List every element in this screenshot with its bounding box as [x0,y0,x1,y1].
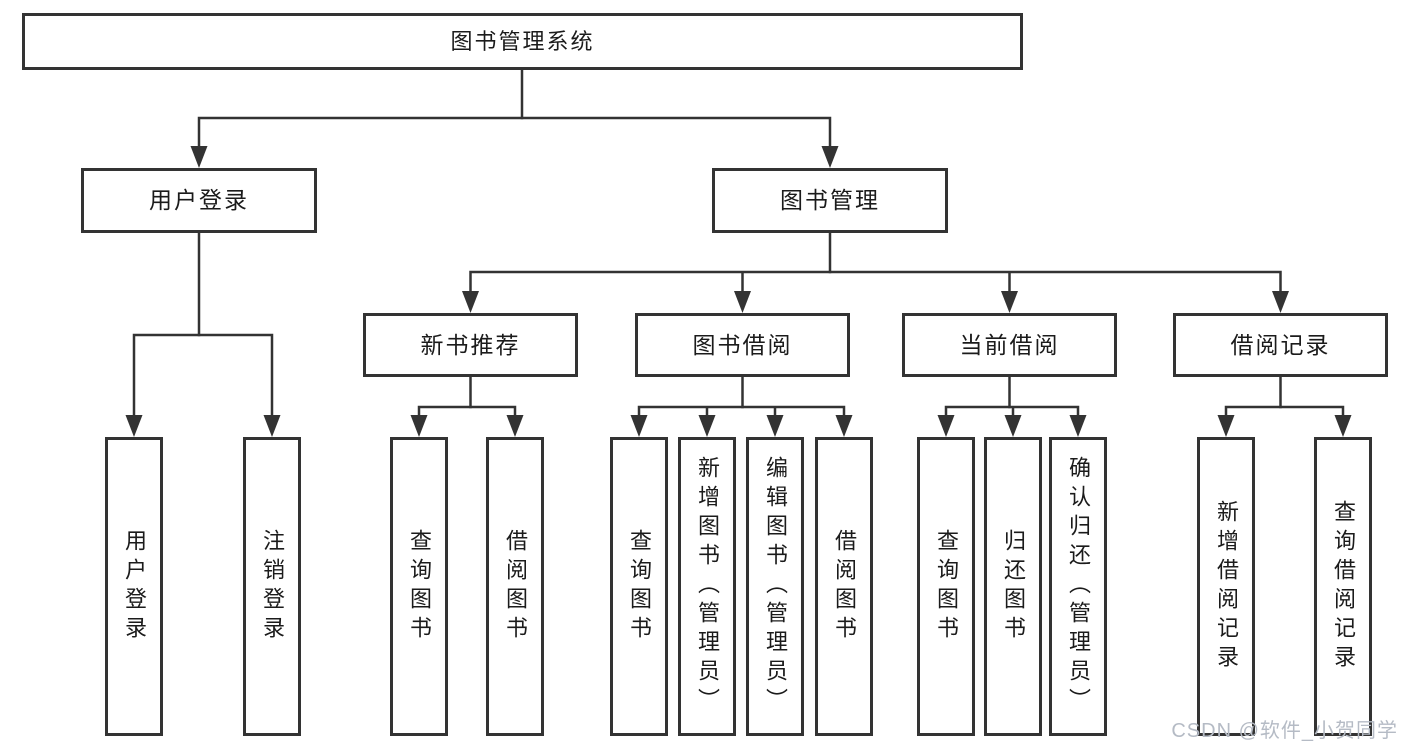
node-label: 新增图书（管理员） [695,456,720,717]
leaf-borrow-books: 借阅图书 [486,437,544,736]
node-current-borrowing: 当前借阅 [902,313,1117,377]
arrowhead-icon [1272,291,1289,313]
watermark: CSDN @软件_小贺同学 [1171,720,1398,742]
arrowhead-icon [1334,415,1352,437]
arrowhead-icon [190,146,208,168]
connector-newbooks-rail [417,405,517,420]
leaf-confirm-return-admin: 确认归还（管理员） [1049,437,1107,736]
node-library-system: 图书管理系统 [22,13,1023,70]
leaf-return-books: 归还图书 [984,437,1042,736]
node-label: 查询图书 [627,528,652,645]
arrowhead-icon [937,415,955,437]
leaf-query-books: 查询图书 [390,437,448,736]
node-label: 图书借阅 [692,331,793,358]
arrowhead-group [125,146,1352,437]
node-label: 借阅图书 [832,528,857,645]
node-label: 借阅图书 [503,528,528,645]
leaf-logout: 注销登录 [243,437,301,736]
leaf-add-books-admin: 新增图书（管理员） [678,437,736,736]
arrowhead-icon [734,291,751,313]
arrowhead-icon [410,415,428,437]
connector-user-children-rail [132,333,274,420]
node-label: 用户登录 [149,187,249,213]
arrowhead-icon [766,415,784,437]
leaf-query-borrow-record: 查询借阅记录 [1314,437,1372,736]
arrowhead-icon [263,415,281,437]
node-label: 查询借阅记录 [1331,499,1356,674]
node-label: 注销登录 [260,528,285,645]
node-new-book-recommendation: 新书推荐 [363,313,578,377]
arrowhead-icon [1217,415,1235,437]
connector-borrow-rail [637,405,846,420]
node-label: 借阅记录 [1230,331,1331,358]
node-label: 图书管理 [780,187,880,213]
node-label: 用户登录 [122,528,147,645]
leaf-query-books: 查询图书 [917,437,975,736]
arrowhead-icon [1001,291,1018,313]
leaf-add-borrow-record: 新增借阅记录 [1197,437,1255,736]
node-user-login: 用户登录 [81,168,317,233]
node-label: 新书推荐 [420,331,521,358]
node-label: 新增借阅记录 [1214,499,1239,674]
connector-level3-rail [469,270,1282,296]
node-label: 编辑图书（管理员） [763,456,788,717]
node-label: 确认归还（管理员） [1066,456,1091,717]
node-label: 查询图书 [407,528,432,645]
arrowhead-icon [835,415,853,437]
arrowhead-icon [1069,415,1087,437]
node-borrowing-records: 借阅记录 [1173,313,1388,377]
connector-level2-rail [197,116,832,152]
node-label: 图书管理系统 [450,28,595,54]
node-book-borrowing: 图书借阅 [635,313,850,377]
node-label: 归还图书 [1001,528,1026,645]
arrowhead-icon [506,415,524,437]
leaf-borrow-books: 借阅图书 [815,437,873,736]
arrowhead-icon [1004,415,1022,437]
leaf-user-login: 用户登录 [105,437,163,736]
arrowhead-icon [698,415,716,437]
arrowhead-icon [125,415,143,437]
node-label: 查询图书 [934,528,959,645]
connector-records-rail [1224,405,1345,420]
node-book-management: 图书管理 [712,168,948,233]
leaf-query-books: 查询图书 [610,437,668,736]
arrowhead-icon [462,291,479,313]
node-label: 当前借阅 [959,331,1060,358]
leaf-edit-books-admin: 编辑图书（管理员） [746,437,804,736]
arrowhead-icon [821,146,839,168]
arrowhead-icon [630,415,648,437]
